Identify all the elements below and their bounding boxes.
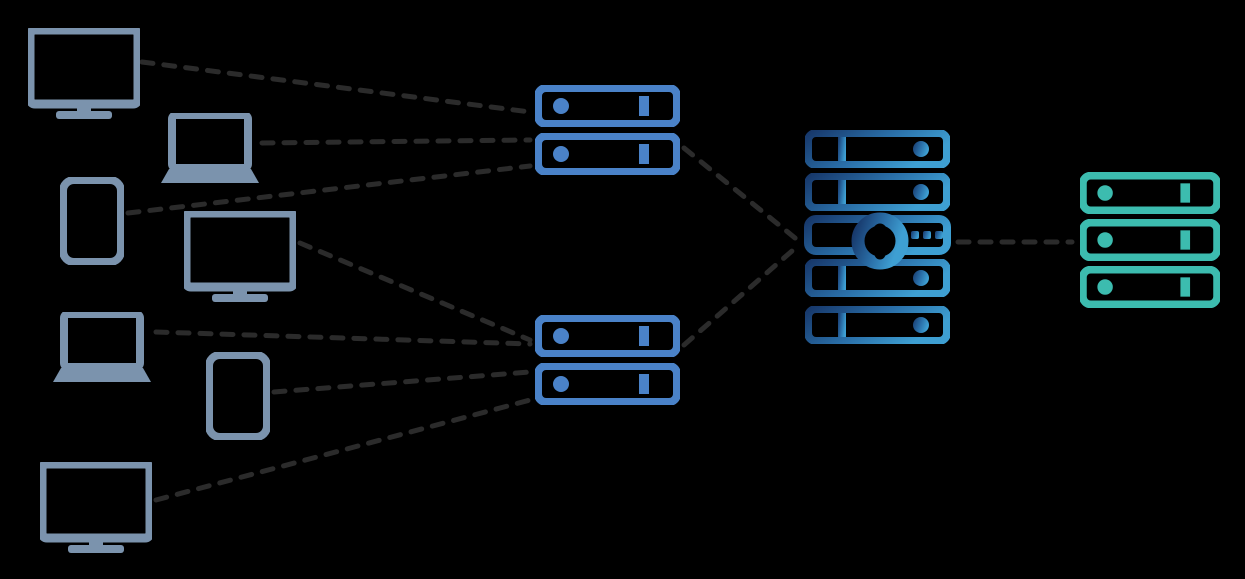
connections-layer xyxy=(125,59,1075,503)
connection-edge-server-top-to-core-server-stack xyxy=(681,145,803,245)
server-stack-icon xyxy=(808,176,947,208)
laptop-icon xyxy=(53,314,151,382)
edge-server-bottom[interactable] xyxy=(538,318,677,402)
connection-client-tablet-2-to-edge-server-bottom xyxy=(271,369,533,395)
client-device-monitor-3[interactable] xyxy=(42,464,150,553)
laptop-icon xyxy=(161,115,259,183)
storage-server-tier xyxy=(1083,176,1217,305)
status-dots-icon xyxy=(911,231,943,239)
server-stack-icon xyxy=(808,309,947,341)
core-server-stack[interactable] xyxy=(804,133,951,341)
edge-server-tier xyxy=(538,88,677,402)
client-device-tablet-1[interactable] xyxy=(63,180,121,262)
core-server-tier xyxy=(804,133,951,341)
client-device-laptop-1[interactable] xyxy=(161,115,259,183)
edge-server-top[interactable] xyxy=(538,88,677,172)
client-device-tier xyxy=(30,30,294,553)
server-stack-icon xyxy=(808,133,947,165)
tablet-icon xyxy=(63,180,121,262)
server-rack-icon xyxy=(538,136,677,172)
tablet-icon xyxy=(209,355,267,437)
desktop-monitor-icon xyxy=(30,30,138,119)
server-rack-icon xyxy=(538,366,677,402)
connection-edge-server-bottom-to-core-server-stack xyxy=(681,241,803,348)
storage-server[interactable] xyxy=(1083,176,1217,305)
server-rack-icon xyxy=(538,88,677,124)
connection-client-monitor-3-to-edge-server-bottom xyxy=(153,397,533,503)
gear-icon[interactable] xyxy=(851,212,909,270)
server-rack-icon xyxy=(1083,270,1217,305)
client-device-monitor-2[interactable] xyxy=(186,213,294,302)
desktop-monitor-icon xyxy=(186,213,294,302)
connection-client-monitor-1-to-edge-server-top xyxy=(139,59,533,115)
server-rack-icon xyxy=(1083,176,1217,211)
connection-client-laptop-1-to-edge-server-top xyxy=(259,137,533,146)
connection-client-laptop-2-to-edge-server-bottom xyxy=(153,329,533,347)
server-rack-icon xyxy=(538,318,677,354)
client-device-monitor-1[interactable] xyxy=(30,30,138,119)
client-device-tablet-2[interactable] xyxy=(209,355,267,437)
connection-client-monitor-2-to-edge-server-bottom xyxy=(297,240,533,343)
server-rack-icon xyxy=(1083,223,1217,258)
desktop-monitor-icon xyxy=(42,464,150,553)
connection-client-tablet-1-to-edge-server-top xyxy=(125,163,533,216)
client-device-laptop-2[interactable] xyxy=(53,314,151,382)
